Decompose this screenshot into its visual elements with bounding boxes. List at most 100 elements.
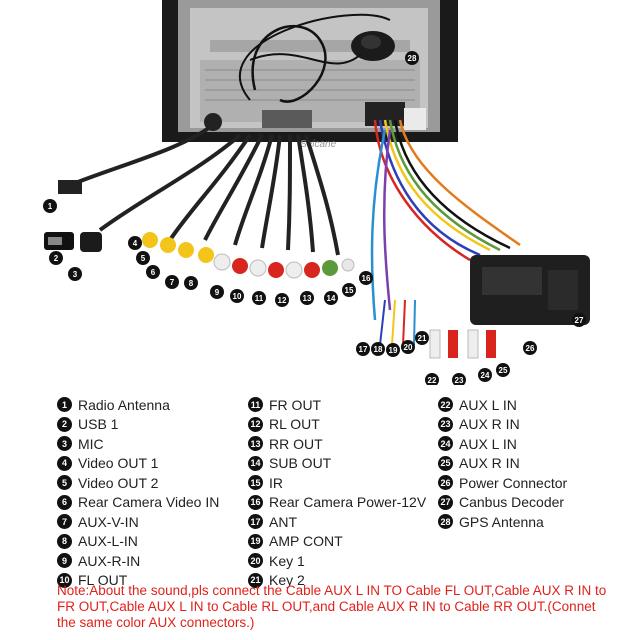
callout-marker: 1	[43, 199, 57, 213]
legend-number-badge: 14	[248, 455, 263, 471]
legend-label: Video OUT 1	[78, 455, 159, 472]
legend-item: 5 Video OUT 2	[57, 473, 219, 493]
legend-number-badge: 6	[57, 494, 72, 510]
brand-watermark: Seicane	[300, 139, 337, 150]
callout-marker: 27	[572, 313, 586, 327]
legend-label: ANT	[269, 513, 297, 530]
legend-label: FL OUT	[78, 572, 128, 589]
callout-marker: 2	[49, 251, 63, 265]
svg-text:5: 5	[141, 254, 146, 263]
svg-text:1: 1	[48, 202, 53, 211]
legend-label: Rear Camera Video IN	[78, 494, 220, 511]
legend-label: USB 1	[78, 416, 119, 433]
callout-marker: 7	[165, 275, 179, 289]
svg-text:14: 14	[327, 294, 336, 303]
callout-marker: 22	[425, 373, 439, 385]
legend-number-badge: 15	[248, 475, 263, 491]
legend-label: Key 2	[269, 572, 305, 589]
legend-item: 2 USB 1	[57, 415, 219, 435]
svg-text:10: 10	[233, 292, 242, 301]
legend-number-badge: 17	[248, 514, 263, 530]
callout-marker: 14	[324, 291, 338, 305]
callout-marker: 8	[184, 276, 198, 290]
callout-marker: 6	[146, 265, 160, 279]
svg-text:26: 26	[526, 344, 535, 353]
svg-text:12: 12	[278, 296, 287, 305]
svg-text:18: 18	[374, 345, 383, 354]
svg-text:21: 21	[418, 334, 427, 343]
callout-marker: 3	[68, 267, 82, 281]
legend-label: MIC	[78, 435, 104, 452]
svg-text:22: 22	[428, 376, 437, 385]
wiring-harness-photo: Seicane	[43, 0, 590, 385]
legend-label: AUX L IN	[459, 396, 517, 413]
legend-number-badge: 7	[57, 514, 72, 530]
svg-text:2: 2	[54, 254, 59, 263]
legend-number-badge: 22	[438, 397, 453, 413]
legend-number-badge: 23	[438, 416, 453, 432]
legend-item: 6 Rear Camera Video IN	[57, 493, 219, 513]
gps-antenna	[249, 31, 395, 65]
legend-label: RR OUT	[269, 435, 323, 452]
callout-marker: 24	[478, 368, 492, 382]
legend-number-badge: 4	[57, 455, 72, 471]
legend-label: AUX-L-IN	[78, 533, 138, 550]
legend-number-badge: 5	[57, 475, 72, 491]
legend-number-badge: 28	[438, 514, 453, 530]
legend-item: 7 AUX-V-IN	[57, 512, 219, 532]
legend-label: AUX-R-IN	[78, 552, 141, 569]
legend-label: FR OUT	[269, 396, 322, 413]
callout-marker: 16	[359, 271, 373, 285]
legend-number-badge: 2	[57, 416, 72, 432]
callout-marker: 19	[386, 343, 400, 357]
legend-item: 21 Key 2	[248, 571, 426, 591]
legend-item: 22 AUX L IN	[438, 395, 567, 415]
svg-text:6: 6	[151, 268, 156, 277]
legend-number-badge: 26	[438, 475, 453, 491]
svg-text:11: 11	[255, 294, 264, 303]
legend-label: AUX L IN	[459, 435, 517, 452]
svg-text:20: 20	[404, 343, 413, 352]
svg-text:3: 3	[73, 270, 78, 279]
legend-label: SUB OUT	[269, 455, 332, 472]
legend-label: Video OUT 2	[78, 474, 159, 491]
callout-marker: 9	[210, 285, 224, 299]
callout-marker: 15	[342, 283, 356, 297]
legend-item: 24 AUX L IN	[438, 434, 567, 454]
callout-marker: 12	[275, 293, 289, 307]
callout-marker: 10	[230, 289, 244, 303]
legend-number-badge: 24	[438, 436, 453, 452]
legend-number-badge: 8	[57, 533, 72, 549]
svg-text:23: 23	[455, 376, 464, 385]
legend-number-badge: 21	[248, 572, 263, 588]
legend-label: Power Connector	[459, 474, 568, 491]
legend-item: 26 Power Connector	[438, 473, 567, 493]
legend-item: 15 IR	[248, 473, 426, 493]
svg-text:15: 15	[345, 286, 354, 295]
svg-text:27: 27	[575, 316, 584, 325]
svg-text:8: 8	[189, 279, 194, 288]
callout-marker: 18	[371, 342, 385, 356]
legend-label: AUX-V-IN	[78, 513, 139, 530]
legend-label: AUX R IN	[459, 416, 520, 433]
legend-number-badge: 25	[438, 455, 453, 471]
legend-item: 14 SUB OUT	[248, 454, 426, 474]
legend-item: 17 ANT	[248, 512, 426, 532]
svg-text:4: 4	[133, 239, 138, 248]
legend-label: IR	[269, 474, 283, 491]
harness-wires-right	[370, 119, 521, 321]
callout-marker: 4	[128, 236, 142, 250]
